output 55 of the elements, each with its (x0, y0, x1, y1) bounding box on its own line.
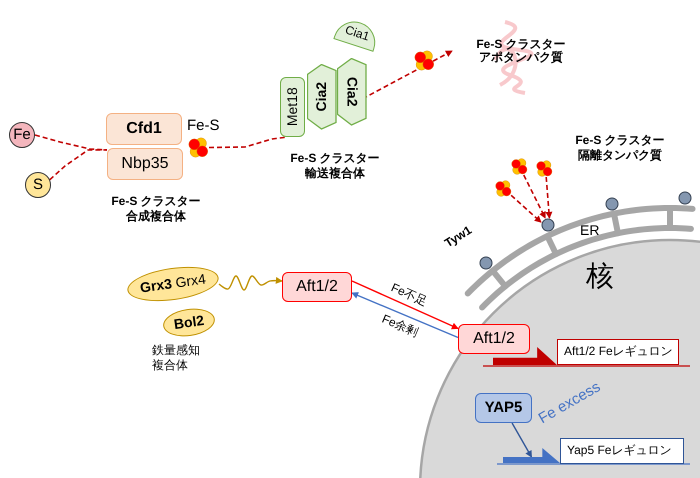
gene-label: Yap5 Feレギュロン (567, 444, 672, 458)
protein-name: Aft1/2 (296, 278, 338, 296)
protein-name: YAP5 (484, 400, 522, 416)
protein-name: Aft1/2 (473, 330, 515, 348)
element-circle (25, 172, 51, 198)
protein-name: Cia1 (343, 24, 371, 44)
arrow (523, 174, 546, 219)
iron-sulfur-cluster-icon (511, 158, 528, 175)
complex-caption: 鉄量感知複合体 (152, 343, 201, 373)
protein-name: Nbp35 (121, 155, 169, 173)
gene-label: Aft1/2 Feレギュロン (564, 345, 673, 359)
arrow (511, 422, 532, 458)
protein-box (475, 393, 532, 423)
organelle-label: 核 (586, 259, 614, 293)
promoter-arrow-icon (493, 347, 557, 365)
protein-name: Tyw1 (442, 222, 475, 251)
protein-name: S (32, 176, 43, 194)
arrow (352, 280, 459, 330)
promoter-arrow-icon (503, 448, 560, 463)
iron-sulfur-cluster-icon (495, 180, 512, 197)
complex-caption: Fe-S クラスター輸送複合体 (289, 151, 381, 181)
gene-box (557, 339, 679, 365)
wavy-arrow (218, 275, 283, 291)
arrow (351, 292, 458, 338)
arrow (510, 194, 542, 223)
membrane-protein-icon (605, 197, 619, 211)
membrane-protein-icon (479, 256, 493, 270)
membrane-protein-icon (541, 218, 555, 232)
protein-box (280, 77, 305, 137)
protein-box (458, 324, 530, 354)
membrane-protein-icon (678, 191, 692, 205)
connector-line (49, 149, 107, 180)
protein-name: Met18 (284, 88, 300, 126)
cluster-label: Fe-S (187, 117, 220, 136)
protein-subunit (307, 64, 337, 130)
protein-box (107, 148, 183, 180)
connector-line (208, 136, 288, 148)
complex-caption: Fe-S クラスター隔離タンパク質 (574, 133, 666, 163)
iron-sulfur-cluster-icon (188, 137, 209, 158)
protein-name: Cfd1 (126, 120, 162, 138)
gene-box (560, 438, 684, 464)
protein-subunit (337, 58, 367, 126)
arrow (545, 176, 552, 219)
protein-name: Bol2 (172, 312, 206, 332)
element-circle (9, 122, 35, 148)
protein-name: Grx3 Grx4 (139, 272, 207, 296)
protein-box (106, 113, 182, 145)
protein-name: Cia2 (314, 82, 330, 112)
protein-box (282, 272, 352, 302)
organelle-label: ER (580, 222, 600, 240)
protein-name: Cia2 (344, 77, 360, 107)
protein-label: Fe-S クラスターアポタンパク質 (475, 38, 567, 64)
iron-sulfur-cluster-icon (536, 160, 553, 177)
complex-caption: Fe-S クラスター合成複合体 (110, 194, 202, 224)
protein-name: Fe (13, 126, 31, 144)
